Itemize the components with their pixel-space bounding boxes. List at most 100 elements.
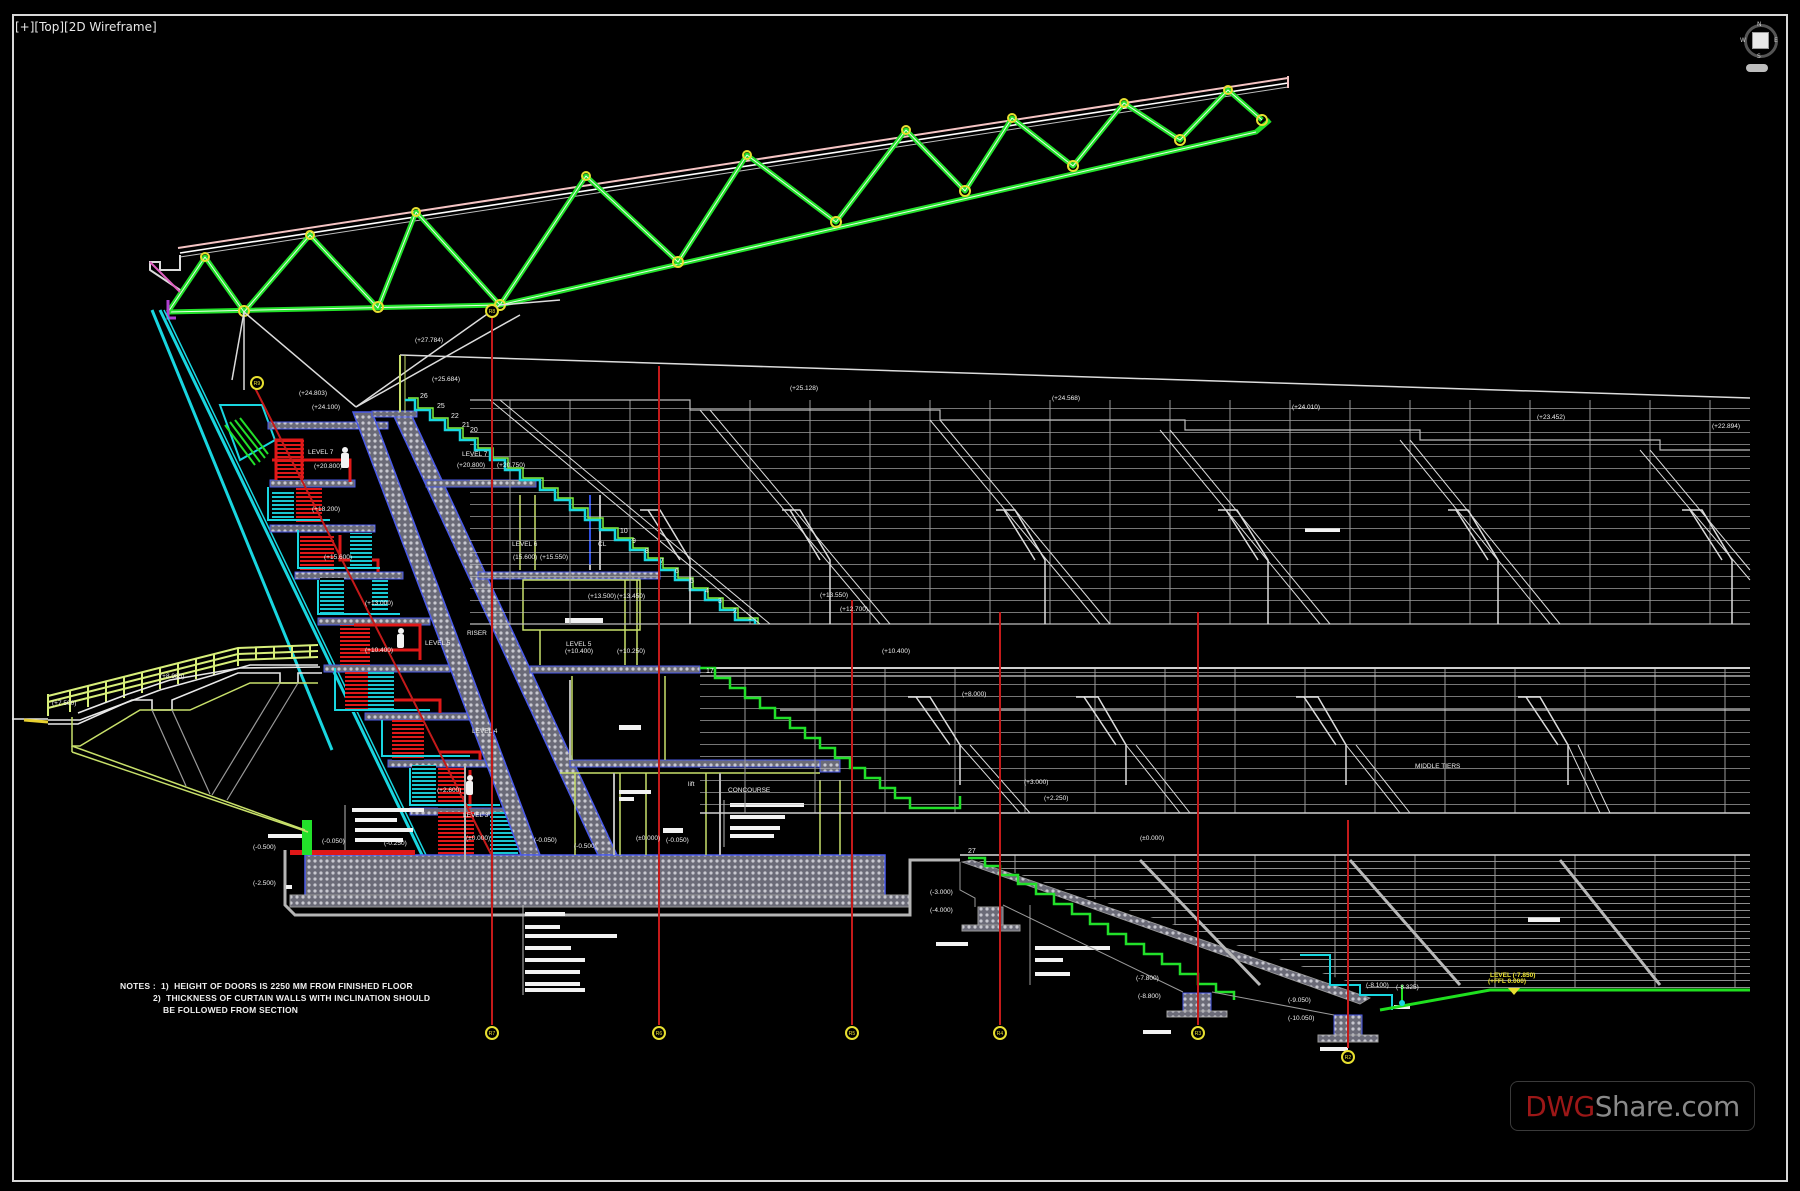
viewcube-top-face[interactable] <box>1752 32 1769 49</box>
elevation-labels: (+27.784) (+25.684) (+25.128) (+24.568) (+24… <box>52 337 1740 1022</box>
svg-text:LEVEL 5: LEVEL 5 <box>566 641 592 648</box>
elevation-label: (+20.800) <box>457 462 485 469</box>
facade-column <box>150 309 427 856</box>
elevation-label: (+10.400) <box>882 648 910 655</box>
elevation-label: (+13.550) <box>820 592 848 599</box>
svg-text:25: 25 <box>437 403 445 410</box>
ground-level-marker: LEVEL (-7.850) (+FFL 0.000) <box>1488 972 1535 985</box>
elevation-label: (-7.800) <box>1136 975 1159 982</box>
elevation-label: (-0.050) <box>322 838 345 845</box>
compass-north-label: N <box>1757 21 1762 28</box>
viewport-controls-label[interactable]: [+][Top][2D Wireframe] <box>15 20 157 34</box>
svg-text:4: 4 <box>705 588 709 595</box>
elevation-label: (+24.568) <box>1052 395 1080 402</box>
compass-west-label: W <box>1740 37 1746 44</box>
general-notes: NOTES : 1) HEIGHT OF DOORS IS 2250 MM FR… <box>120 980 430 1016</box>
svg-text:5: 5 <box>690 578 694 585</box>
elevation-label: (+22.894) <box>1712 423 1740 430</box>
elevation-label: (+7.500) <box>52 700 76 707</box>
grid-bubble: R3 <box>1191 1026 1205 1040</box>
grid-bubble: R5 <box>845 1026 859 1040</box>
note-line-1: NOTES : 1) HEIGHT OF DOORS IS 2250 MM FR… <box>120 981 413 991</box>
svg-text:2: 2 <box>733 608 737 615</box>
elevation-label: (-0.050) <box>666 837 689 844</box>
elevation-label: (+25.128) <box>790 385 818 392</box>
structural-grid-lines <box>491 318 1349 1048</box>
elevation-label: (+2.250) <box>1044 795 1068 802</box>
elevation-label: (+13.450) <box>617 593 645 600</box>
grid-bubble: R9 <box>250 376 264 390</box>
svg-text:LEVEL 7: LEVEL 7 <box>462 451 488 458</box>
note-line-2: 2) THICKNESS OF CURTAIN WALLS WITH INCLI… <box>153 993 431 1003</box>
elevation-label: (+15.550) <box>540 554 568 561</box>
elevation-label: (-9.050) <box>1288 997 1311 1004</box>
elevation-label: (-3.000) <box>930 889 953 896</box>
svg-text:R4: R4 <box>997 1031 1004 1037</box>
elevation-label: (-10.050) <box>1288 1015 1314 1022</box>
svg-text:R2: R2 <box>1345 1055 1352 1061</box>
svg-text:21: 21 <box>462 422 470 429</box>
elevation-label: (+8.985) <box>160 673 184 680</box>
elevation-label: (-8.325) <box>1396 984 1419 991</box>
elevation-label: (+3.000) <box>1024 779 1048 786</box>
elevation-label: (+12.700) <box>840 606 868 613</box>
elevation-label: (+27.784) <box>415 337 443 344</box>
elevation-label: (+20.750) <box>497 462 525 469</box>
wcs-menu-button[interactable] <box>1746 64 1768 72</box>
upper-tier-seating <box>399 354 1751 625</box>
elevation-label: (-0.500) <box>253 844 276 851</box>
elevation-label: (+24.100) <box>312 404 340 411</box>
compass-east-label: E <box>1774 37 1778 44</box>
elevation-label: (-8.800) <box>1138 993 1161 1000</box>
svg-text:9: 9 <box>632 538 636 545</box>
grid-bubble: R8 <box>485 304 499 318</box>
svg-text:27: 27 <box>968 848 976 855</box>
level-labels: LEVEL 7 LEVEL 7 LEVEL 6 LEVEL 5 LEVEL 5 … <box>308 449 1461 819</box>
svg-text:CL: CL <box>598 541 607 548</box>
elevation-label: (+10.400) <box>565 648 593 655</box>
svg-text:1: 1 <box>748 615 752 622</box>
svg-text:22: 22 <box>451 413 459 420</box>
svg-text:LEVEL (-7.850): LEVEL (-7.850) <box>1490 972 1535 979</box>
svg-text:6: 6 <box>675 568 679 575</box>
svg-text:LEVEL 6: LEVEL 6 <box>512 541 538 548</box>
watermark-brand-gray: Share.com <box>1594 1089 1741 1123</box>
elevation-label: (+18.200) <box>312 506 340 513</box>
elevation-label: (-0.050) <box>534 837 557 844</box>
note-line-3: BE FOLLOWED FROM SECTION <box>163 1005 299 1015</box>
elevation-label: (-4.000) <box>930 907 953 914</box>
elevation-label: (+10.250) <box>617 648 645 655</box>
elevation-label: (±0.000) <box>1140 835 1164 842</box>
elevation-label: (+15.600) <box>324 554 352 561</box>
grid-bubble: R2 <box>1341 1050 1355 1064</box>
elevation-label: (+24.010) <box>1292 404 1320 411</box>
elevation-label: (+13.000) <box>365 600 393 607</box>
elevation-label: (-8.100) <box>1366 982 1389 989</box>
elevation-label: (+25.684) <box>432 376 460 383</box>
viewcube-compass-ring[interactable] <box>1744 24 1778 58</box>
svg-text:LEVEL 4: LEVEL 4 <box>472 728 498 735</box>
svg-text:R3: R3 <box>1195 1031 1202 1037</box>
svg-text:(+FFL 0.000): (+FFL 0.000) <box>1488 978 1526 985</box>
roof-truss <box>149 76 1289 320</box>
svg-text:7: 7 <box>660 558 664 565</box>
elevation-label: (-2.500) <box>253 880 276 887</box>
elevation-label: (-0.250) <box>384 840 407 847</box>
elevation-label: (±0.000) <box>466 835 490 842</box>
svg-text:26: 26 <box>420 393 428 400</box>
elevation-label: (+24.803) <box>299 390 327 397</box>
svg-text:8: 8 <box>645 548 649 555</box>
support-cables <box>231 299 561 408</box>
elevation-label: (+20.800) <box>314 463 342 470</box>
watermark-brand-red: DWG <box>1525 1089 1595 1123</box>
viewcube[interactable]: N S E W <box>1740 21 1778 60</box>
compass-south-label: S <box>1757 53 1761 60</box>
grid-bubble: R4 <box>993 1026 1007 1040</box>
grid-bubble: R7 <box>485 1026 499 1040</box>
svg-text:R7: R7 <box>489 1031 496 1037</box>
elevation-label: (+10.400) <box>365 647 393 654</box>
